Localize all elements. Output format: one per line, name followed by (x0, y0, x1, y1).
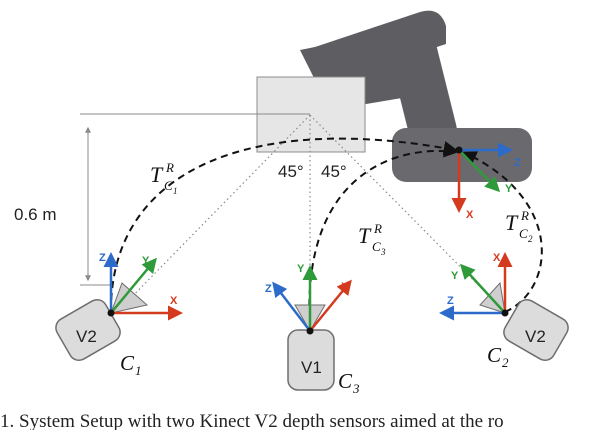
svg-text:X: X (341, 281, 349, 293)
sensor-c2-name: C 2 (487, 343, 509, 370)
svg-text:1: 1 (173, 186, 178, 196)
svg-text:X: X (170, 295, 178, 307)
transform-arc-c3 (308, 143, 458, 331)
svg-text:Y: Y (505, 183, 513, 195)
robot-arm-link-top (312, 10, 446, 82)
svg-text:3: 3 (380, 247, 386, 257)
svg-text:T: T (358, 223, 372, 248)
sensor-c2-origin (501, 309, 509, 317)
sensor-c2-model: V2 (525, 327, 546, 346)
svg-text:R: R (165, 160, 174, 175)
svg-text:Y: Y (142, 255, 150, 267)
robot-frame-origin (455, 146, 463, 154)
sensor-c1-origin (107, 309, 115, 317)
sensor-c3: V1 Y Z X C 3 (265, 263, 360, 396)
transform-label-c3: T R C 3 (358, 221, 386, 257)
svg-text:C: C (164, 178, 173, 193)
svg-text:Y: Y (451, 270, 459, 282)
svg-text:Z: Z (447, 295, 454, 307)
sensor-c3-model: V1 (301, 358, 322, 377)
distance-label: 0.6 m (14, 205, 57, 224)
svg-text:Z: Z (514, 157, 521, 169)
sensor-c3-axis-x (309, 279, 352, 332)
svg-text:T: T (505, 210, 519, 235)
sensor-c2-body (503, 298, 569, 362)
sensor-c3-axis-z (272, 281, 311, 332)
robot-base (392, 128, 532, 182)
svg-text:C: C (487, 343, 502, 367)
transform-arc-c1 (109, 137, 458, 313)
sensor-c2-axis-y (459, 263, 506, 314)
sensor-c2: V2 X Z Y C 2 (439, 252, 569, 370)
sensor-c1-name: C 1 (120, 351, 142, 378)
angle-label-right: 45° (321, 162, 347, 181)
svg-text:2: 2 (528, 234, 533, 244)
transform-label-c2: T R C 2 (505, 208, 533, 244)
sensor-c1-model: V2 (76, 327, 97, 346)
svg-text:Z: Z (99, 252, 106, 264)
svg-text:T: T (150, 162, 164, 187)
sensor-c3-name: C 3 (338, 369, 360, 396)
view-line-left (116, 114, 311, 313)
svg-text:C: C (338, 369, 353, 393)
svg-text:Z: Z (265, 283, 272, 295)
transform-arc-c2 (462, 151, 543, 313)
svg-text:Y: Y (297, 263, 305, 275)
svg-text:C: C (120, 351, 135, 375)
angle-label-left: 45° (278, 162, 304, 181)
robot-axis-y (458, 149, 501, 193)
svg-text:R: R (373, 221, 382, 236)
robot-frame-axes: Z X Y (451, 142, 521, 221)
svg-text:R: R (520, 208, 529, 223)
svg-text:1: 1 (135, 363, 142, 378)
sensor-c1-cone (110, 282, 149, 314)
svg-text:C: C (519, 226, 528, 241)
transform-label-c1: T R C 1 (150, 160, 178, 196)
svg-text:3: 3 (352, 381, 360, 396)
sensor-c3-origin (306, 327, 314, 335)
transform-arcs (109, 137, 543, 331)
svg-text:X: X (493, 252, 501, 264)
figure-caption: 1. System Setup with two Kinect V2 depth… (0, 411, 504, 430)
svg-text:2: 2 (502, 355, 509, 370)
sensor-c1-axis-y (110, 257, 157, 314)
sensor-c1: V2 Z X Y C 1 (55, 252, 183, 378)
svg-text:X: X (466, 209, 474, 221)
svg-text:C: C (372, 239, 381, 254)
